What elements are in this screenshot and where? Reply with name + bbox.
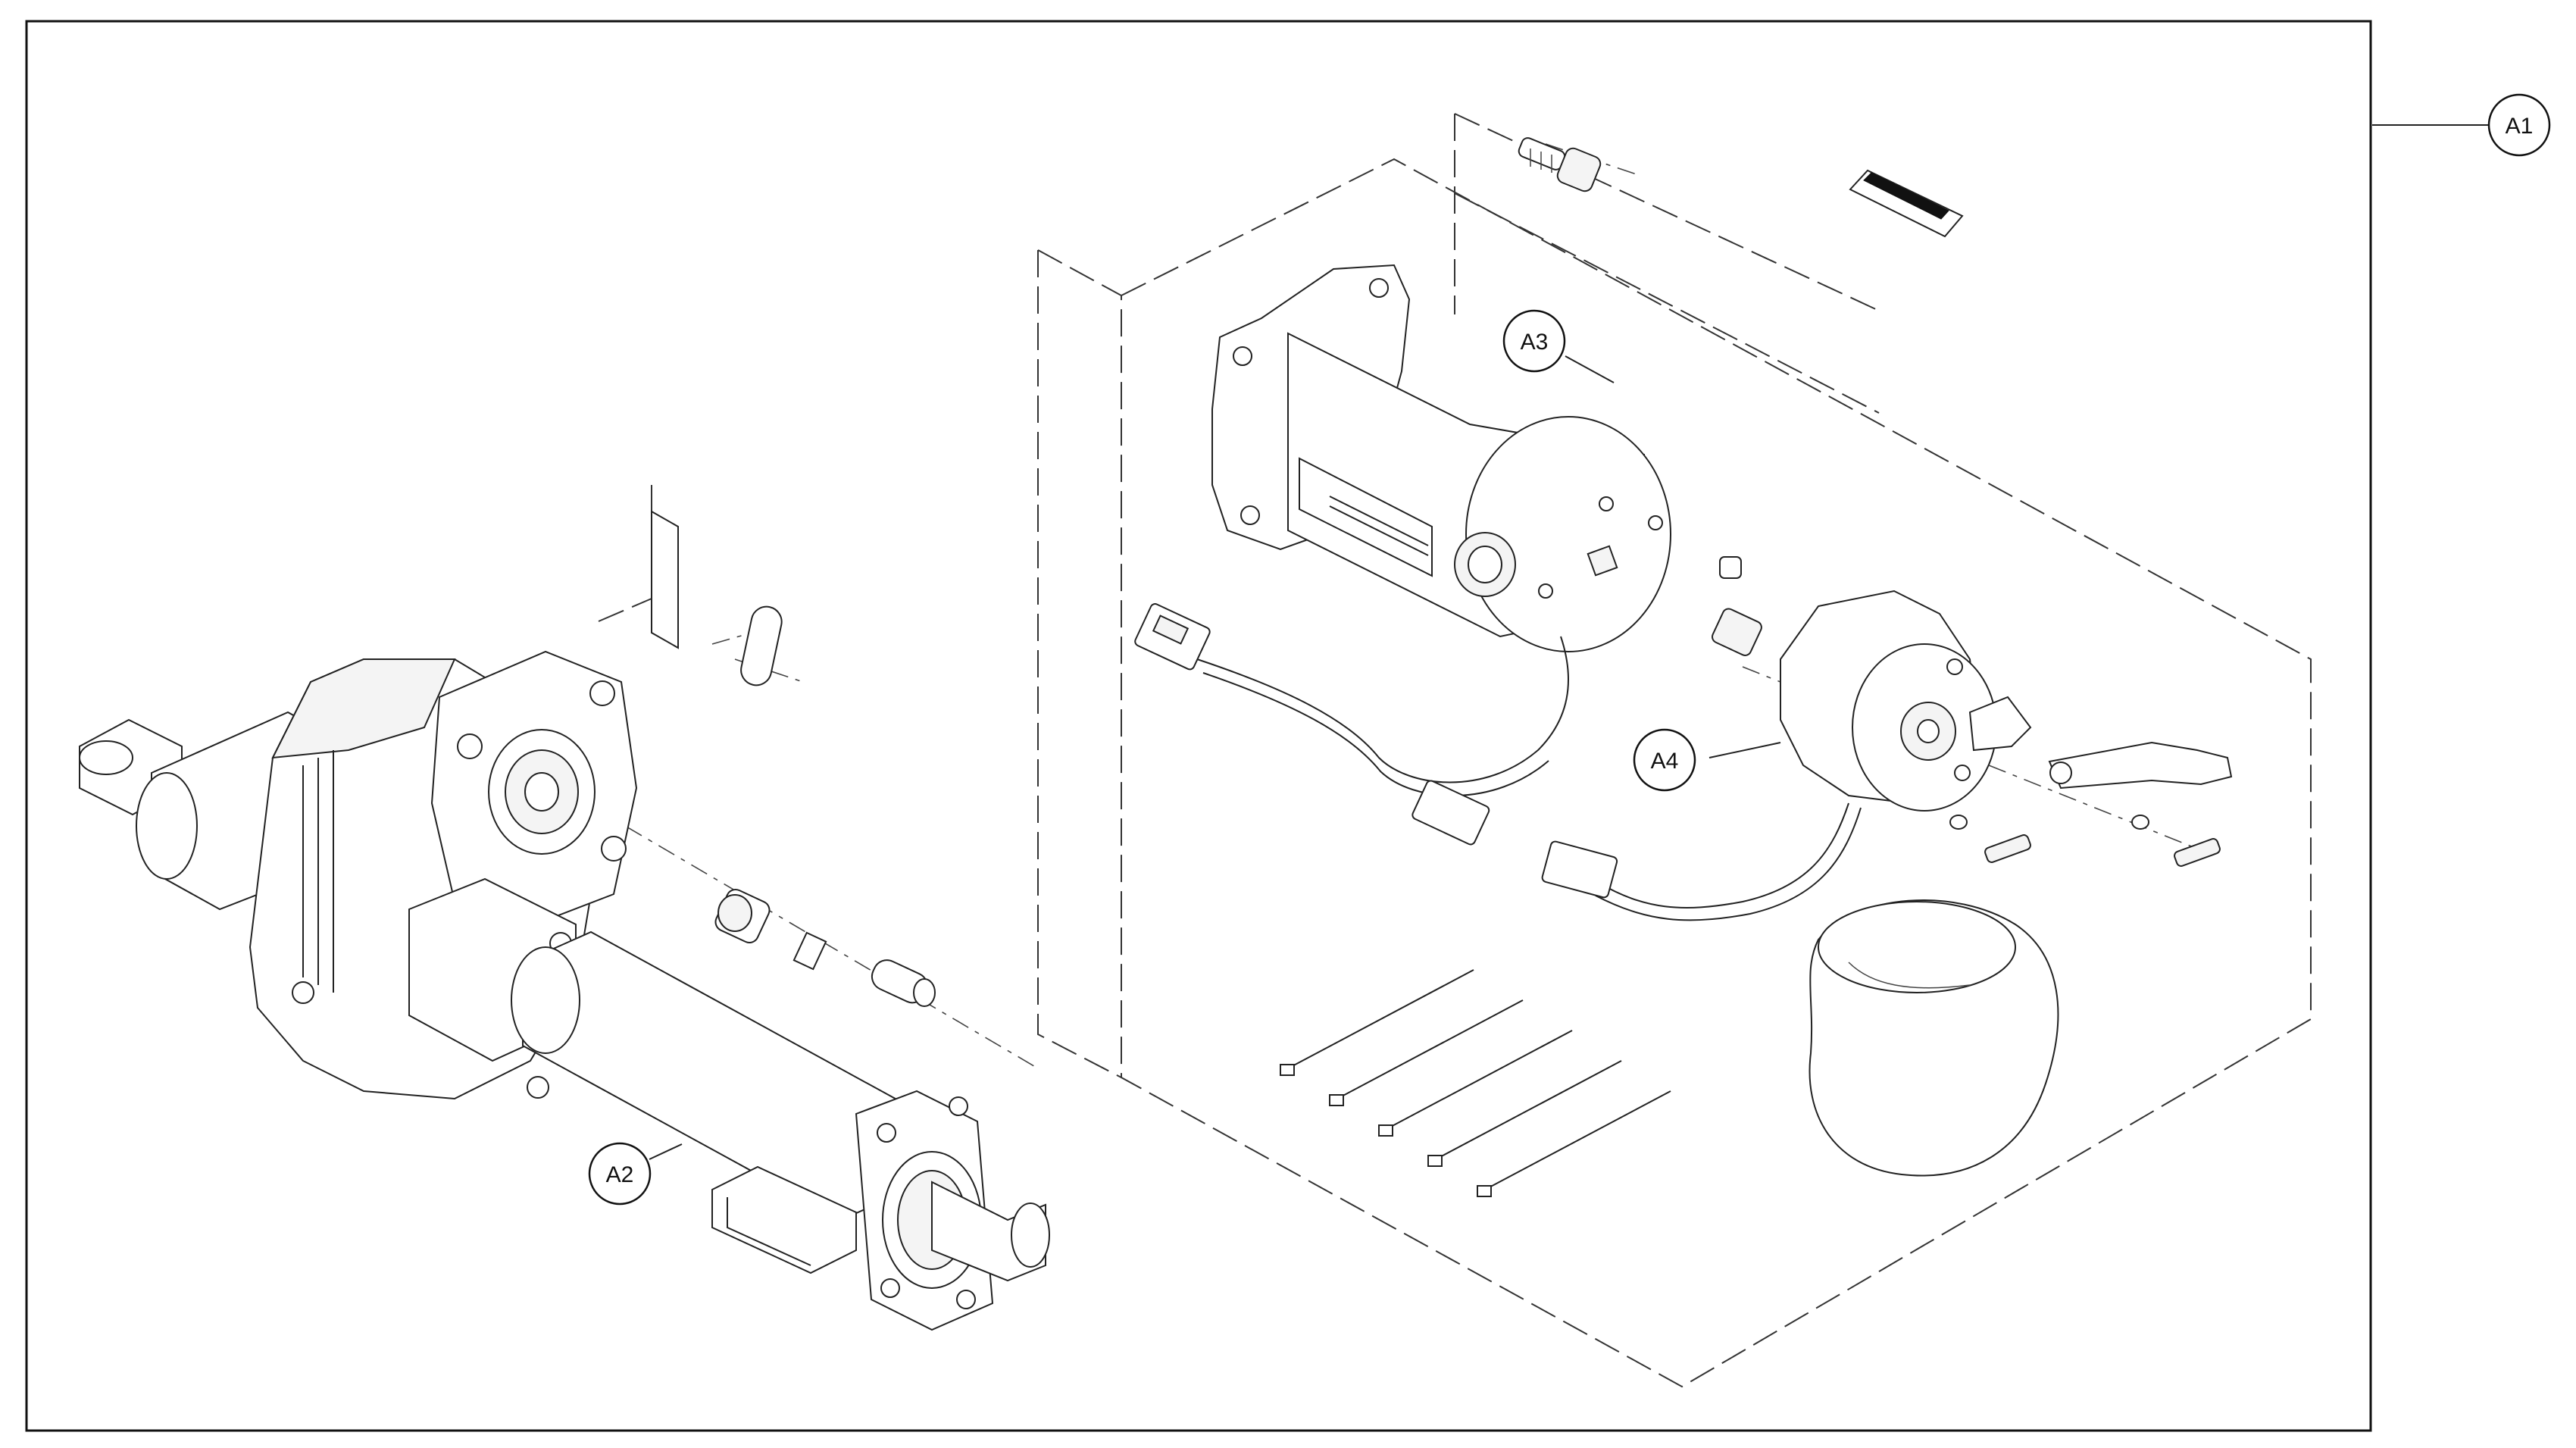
- coupling-parts: [714, 888, 936, 1007]
- brake-cover-cap: [1809, 899, 2059, 1177]
- cable-ties: [1280, 969, 1671, 1197]
- callout-a2[interactable]: A2: [588, 1142, 652, 1206]
- screw-top: [1518, 137, 1602, 192]
- svg-text:A1: A1: [2506, 114, 2534, 139]
- callout-a4[interactable]: A4: [1633, 728, 1696, 792]
- brake-release-lever: [2048, 741, 2233, 790]
- transaxle-assembly: [79, 650, 1050, 1331]
- brand-label-plate: [1849, 169, 1964, 238]
- label-strip: [651, 510, 679, 649]
- svg-text:A3: A3: [1521, 330, 1549, 355]
- motor-harness: [1134, 603, 1569, 846]
- motor-assembly: [1211, 264, 1671, 652]
- leader-lines: [649, 124, 2489, 1160]
- svg-text:A2: A2: [606, 1162, 634, 1187]
- svg-text:A4: A4: [1651, 749, 1679, 774]
- brake-assembly: [1541, 556, 2221, 921]
- callout-a1[interactable]: A1: [2487, 93, 2551, 157]
- rubber-plug: [740, 605, 783, 686]
- diagram-frame: [25, 20, 2372, 1432]
- callout-a3[interactable]: A3: [1502, 309, 1566, 373]
